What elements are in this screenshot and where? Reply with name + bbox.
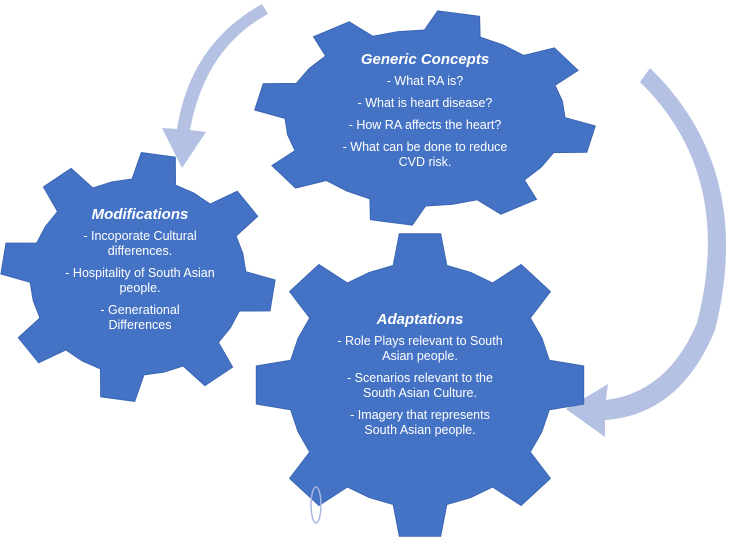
modifications-item: - Hospitality of South Asian people. [65, 266, 215, 295]
adaptations-text: Adaptations - Role Plays relevant to Sou… [325, 311, 515, 445]
adaptations-item: - Scenarios relevant to the South Asian … [347, 371, 493, 400]
modifications-title: Modifications [91, 206, 189, 223]
generic-concepts-item: - What RA is? [386, 74, 464, 88]
modifications-item: - Incoporate Cultural differences. [83, 229, 197, 258]
text-cursor-ellipse-icon [310, 486, 322, 524]
modifications-item: - Generational Differences [100, 303, 180, 332]
adaptations-gear [255, 233, 585, 537]
generic-concepts-title: Generic Concepts [360, 51, 490, 68]
adaptations-title: Adaptations [376, 311, 464, 328]
modifications-gear [0, 152, 276, 402]
modifications-text: Modifications - Incoporate Cultural diff… [45, 206, 235, 340]
generic-concepts-gear [254, 10, 596, 226]
curved-arrow-icon [566, 68, 727, 437]
adaptations-item: - Role Plays relevant to South Asian peo… [337, 334, 503, 363]
generic-concepts-item: - How RA affects the heart? [348, 118, 502, 132]
adaptations-item: - Imagery that represents South Asian pe… [350, 408, 490, 437]
generic-concepts-text: Generic Concepts - What RA is? - What is… [300, 51, 550, 177]
generic-concepts-item: - What is heart disease? [357, 96, 493, 110]
generic-concepts-item: - What can be done to reduce CVD risk. [342, 140, 508, 169]
curved-arrow-icon [162, 4, 268, 168]
